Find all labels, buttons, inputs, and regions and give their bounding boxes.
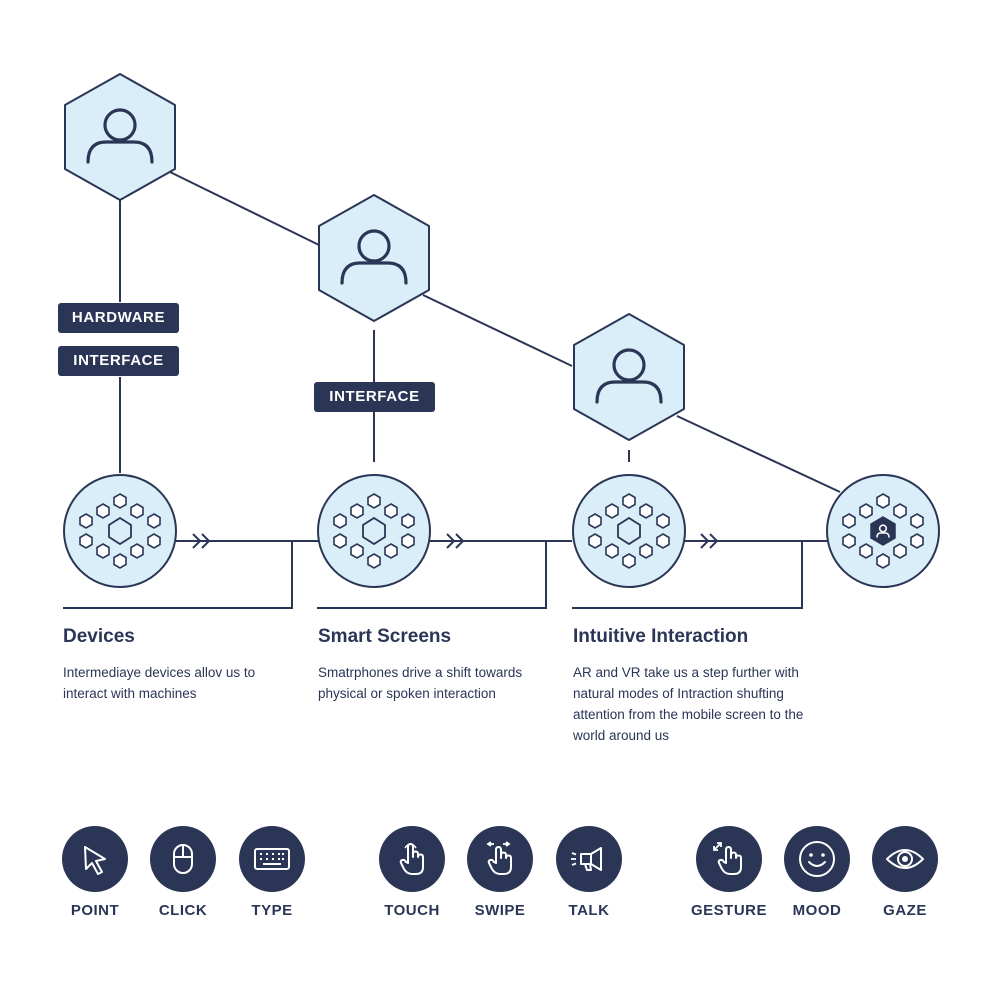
mode-type: TYPE — [222, 826, 322, 919]
mode-label: POINT — [70, 902, 120, 919]
stage-description-smart-screens: Smatrphones drive a shift towards physic… — [318, 665, 523, 701]
pointer-arrow-icon — [62, 826, 128, 892]
mode-click: CLICK — [133, 826, 233, 919]
interface-label: INTERFACE — [58, 346, 179, 376]
mode-touch: TOUCH — [362, 826, 462, 919]
user-hex-node-1 — [64, 73, 176, 201]
megaphone-icon — [556, 826, 622, 892]
flow-chevrons — [192, 533, 719, 549]
touch-hand-icon — [379, 826, 445, 892]
network-node-3 — [572, 474, 686, 588]
stage-title-smart-screens: Smart Screens — [318, 626, 452, 647]
mode-label: TOUCH — [384, 902, 440, 919]
interface-label: INTERFACE — [314, 382, 435, 412]
gesture-hand-icon — [696, 826, 762, 892]
mode-swipe: SWIPE — [450, 826, 550, 919]
mode-gaze: GAZE — [855, 826, 955, 919]
hex-network-icon — [842, 493, 924, 569]
mode-label: CLICK — [158, 902, 208, 919]
user-hex-node-2 — [318, 194, 430, 322]
keyboard-icon — [239, 826, 305, 892]
mode-label: SWIPE — [474, 902, 526, 919]
hardware-label: HARDWARE — [58, 303, 179, 333]
mode-talk: TALK — [539, 826, 639, 919]
mode-label: GESTURE — [690, 902, 767, 919]
network-node-1 — [63, 474, 177, 588]
swipe-hand-icon — [467, 826, 533, 892]
stage-title-intuitive-interaction: Intuitive Interaction — [573, 626, 749, 647]
network-node-2 — [317, 474, 431, 588]
mode-label: TYPE — [251, 902, 293, 919]
mode-label: MOOD — [792, 902, 842, 919]
smiley-icon — [784, 826, 850, 892]
mode-label: GAZE — [883, 902, 927, 919]
mode-gesture: GESTURE — [679, 826, 779, 919]
stage-title-devices: Devices — [63, 626, 135, 647]
stage-description-devices: Intermediaye devices allov us to interac… — [63, 665, 256, 701]
stage-description-intuitive-interaction: AR and VR take us a step further with na… — [573, 665, 804, 743]
network-node-4 — [826, 474, 940, 588]
mode-point: POINT — [45, 826, 145, 919]
mode-mood: MOOD — [767, 826, 867, 919]
user-icon — [876, 524, 890, 538]
eye-icon — [872, 826, 938, 892]
mode-label: TALK — [568, 902, 610, 919]
user-hex-node-3 — [573, 313, 685, 441]
mouse-icon — [150, 826, 216, 892]
